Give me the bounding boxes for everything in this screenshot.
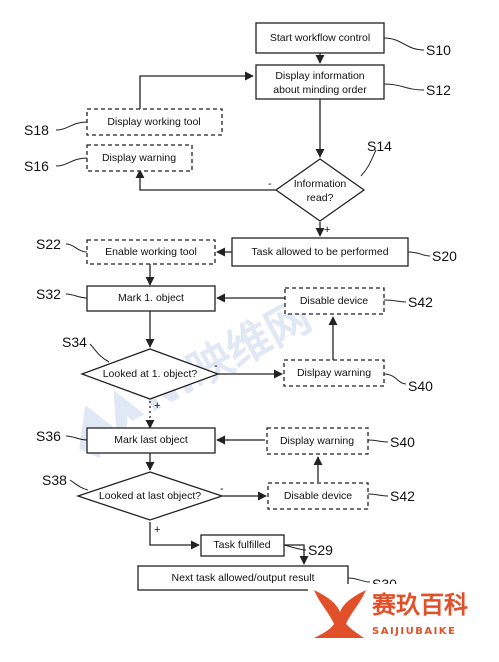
node-mark-first-object: Mark 1. object <box>86 285 216 312</box>
node-display-working-tool: Display working tool <box>86 108 223 136</box>
node-enable-working-tool: Enable working tool <box>86 239 216 265</box>
svg-text:Disable device: Disable device <box>284 490 352 502</box>
node-display-warning-low: Display warning <box>266 427 369 455</box>
sign-plus-looked-first: + <box>154 400 160 412</box>
ref-s32: S32 <box>36 286 61 302</box>
svg-text:Task allowed to be performed: Task allowed to be performed <box>251 246 388 258</box>
svg-text:Dislpay warning: Dislpay warning <box>297 367 371 379</box>
node-display-information: Display information about minding order <box>255 64 385 100</box>
svg-text:Disable device: Disable device <box>300 295 368 307</box>
saijiubaike-logo: 赛玖百科 SAIJIUBAIKE <box>308 584 488 644</box>
svg-text:Mark last object: Mark last object <box>114 434 188 446</box>
svg-text:Looked at last object?: Looked at last object? <box>99 490 201 502</box>
connectors <box>135 53 338 565</box>
ref-s20: S20 <box>432 248 457 264</box>
node-start-workflow: Start workflow control <box>255 22 385 54</box>
reference-leaders <box>55 37 431 583</box>
svg-text:Next task allowed/output resul: Next task allowed/output result <box>172 572 315 584</box>
ref-s10: S10 <box>426 42 451 58</box>
svg-text:Start workflow control: Start workflow control <box>270 32 370 44</box>
node-display-warning-mid: Dislpay warning <box>283 359 385 387</box>
decision-looked-first-object: Looked at 1. object? <box>80 348 220 400</box>
node-task-allowed: Task allowed to be performed <box>231 237 409 267</box>
svg-text:Display information: Display information <box>275 70 364 82</box>
sign-minus-info-read: - <box>268 178 272 190</box>
node-disable-device-top: Disable device <box>284 287 385 315</box>
svg-text:Enable working tool: Enable working tool <box>105 246 197 258</box>
ref-s29: S29 <box>308 542 333 558</box>
ref-s34: S34 <box>62 334 87 350</box>
ref-s14: S14 <box>367 138 392 154</box>
ref-s40-low: S40 <box>390 434 415 450</box>
svg-text:Task fulfilled: Task fulfilled <box>213 539 270 551</box>
svg-text:about minding order: about minding order <box>273 84 367 96</box>
node-disable-device-low: Disable device <box>267 482 369 510</box>
svg-text:Information: Information <box>294 178 347 190</box>
svg-text:Looked at 1. object?: Looked at 1. object? <box>103 368 198 380</box>
svg-text:Mark 1. object: Mark 1. object <box>118 292 184 304</box>
node-display-warning-top: Display warning <box>86 144 193 172</box>
sign-plus-info-read: + <box>324 224 330 236</box>
ref-s42-low: S42 <box>390 488 415 504</box>
ref-s22: S22 <box>36 236 61 252</box>
ref-s36: S36 <box>36 428 61 444</box>
ref-s40-mid: S40 <box>408 378 433 394</box>
svg-text:SAIJIUBAIKE: SAIJIUBAIKE <box>372 626 456 637</box>
node-task-fulfilled: Task fulfilled <box>200 534 285 557</box>
ref-s38: S38 <box>42 472 67 488</box>
ref-s18: S18 <box>24 122 49 138</box>
sign-minus-looked-first: - <box>214 360 218 372</box>
sign-minus-looked-last: - <box>220 483 224 495</box>
svg-text:read?: read? <box>307 192 334 204</box>
decision-looked-last-object: Looked at last object? <box>75 471 225 521</box>
whale-tail-icon <box>314 590 366 638</box>
ref-s12: S12 <box>426 82 451 98</box>
svg-text:赛玖百科: 赛玖百科 <box>371 591 468 619</box>
node-mark-last-object: Mark last object <box>86 427 216 454</box>
svg-text:Display warning: Display warning <box>280 435 354 447</box>
svg-text:Display working tool: Display working tool <box>107 116 200 128</box>
ref-s42-top: S42 <box>408 294 433 310</box>
svg-text:Display warning: Display warning <box>102 152 176 164</box>
sign-plus-looked-last: + <box>154 524 160 536</box>
decision-information-read: Information read? <box>274 158 366 222</box>
ref-s16: S16 <box>24 158 49 174</box>
